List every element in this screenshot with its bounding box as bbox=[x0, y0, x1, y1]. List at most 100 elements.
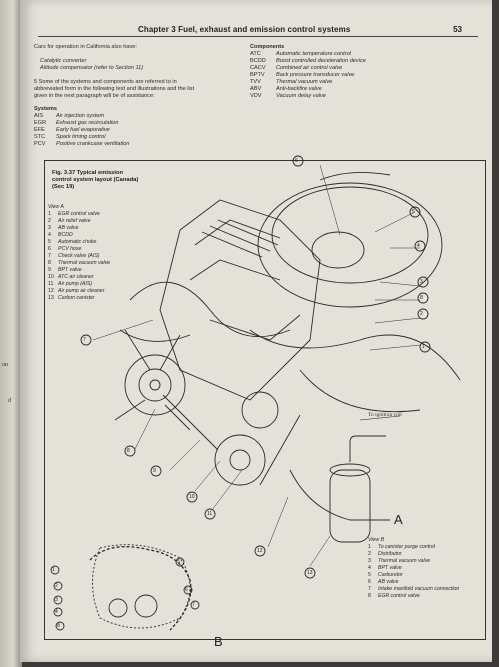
systems-row: EGR Exhaust gas recirculation bbox=[34, 120, 194, 127]
carbon-canister-shape bbox=[329, 469, 371, 543]
view-b-heading: View B bbox=[368, 537, 385, 543]
callout-number: 9 bbox=[153, 468, 156, 474]
component-name: Automatic temperature control bbox=[276, 51, 351, 57]
component-name: Back pressure transducer valve bbox=[276, 72, 355, 78]
left-text-block: Cars for operation in California also ha… bbox=[34, 44, 194, 148]
component-row: VDV Vacuum delay valve bbox=[250, 93, 366, 100]
component-name: Combined air control valve bbox=[276, 65, 343, 71]
legend-text: To canister purge control bbox=[378, 544, 435, 550]
system-name: Spark timing control bbox=[56, 134, 106, 140]
callout-number: 2 bbox=[420, 311, 423, 317]
legend-text: AB valve bbox=[378, 579, 399, 585]
legend-text: Check valve (AIS) bbox=[58, 253, 100, 259]
engine-illustration bbox=[50, 155, 461, 631]
component-abbr: VDV bbox=[250, 93, 262, 99]
option-line: Catalytic converter bbox=[40, 58, 87, 64]
view-b-letter: B bbox=[214, 634, 223, 649]
system-name: Exhaust gas recirculation bbox=[56, 120, 119, 126]
callout-number-b: 2 bbox=[55, 583, 58, 589]
legend-text: PCV hose bbox=[58, 246, 82, 252]
fan-pulley-shape bbox=[124, 354, 186, 416]
legend-text: Intake manifold vacuum connection bbox=[378, 586, 460, 592]
legend-text: BPT valve bbox=[378, 565, 402, 571]
component-row: TVV Thermal vacuum valve bbox=[250, 79, 366, 86]
systems-row: AIS Air injection system bbox=[34, 113, 194, 120]
system-abbr: AIS bbox=[34, 113, 44, 119]
view-a-heading: View A bbox=[48, 204, 64, 210]
component-name: Vacuum delay valve bbox=[276, 93, 326, 99]
header-rule bbox=[38, 36, 478, 37]
component-name: Thermal vacuum valve bbox=[276, 79, 333, 85]
legend-text: Distributor bbox=[378, 551, 402, 557]
legend-text: Thermal vacuum valve bbox=[58, 260, 111, 266]
legend-text: BCDD bbox=[58, 232, 73, 238]
system-name: Air injection system bbox=[56, 113, 105, 119]
callout-number-b: 7 bbox=[192, 602, 195, 608]
systems-row: STC Spark timing control bbox=[34, 134, 194, 141]
figure-frame bbox=[44, 160, 486, 640]
previous-page-edge: on d bbox=[0, 0, 22, 667]
callout-number: 8 bbox=[420, 295, 423, 301]
para-line: 5 Some of the systems and components are… bbox=[34, 79, 177, 85]
legend-text: AB valve bbox=[58, 225, 79, 231]
para-line: given in the next paragraph will be of a… bbox=[34, 93, 155, 99]
ignition-note: To ignition coil bbox=[368, 412, 402, 418]
margin-fragment: d bbox=[8, 398, 11, 404]
system-name: Early fuel evaporative bbox=[56, 127, 110, 133]
callout-number: 6 bbox=[295, 158, 298, 164]
chapter-title: Chapter 3 Fuel, exhaust and emission con… bbox=[138, 25, 351, 34]
legend-text: Carburetor bbox=[378, 572, 403, 578]
exhaust-pipe-shape bbox=[289, 469, 390, 521]
legend-text: Air relief valve bbox=[58, 218, 91, 224]
system-name: Positive crankcase ventilation bbox=[56, 141, 130, 147]
callout-number: 12 bbox=[257, 548, 263, 554]
callout-number: 3 bbox=[420, 279, 423, 285]
components-heading: Components bbox=[250, 44, 285, 50]
callout-number: 11 bbox=[207, 511, 213, 517]
callout-number-b: 8 bbox=[57, 623, 60, 629]
legend-text: Air pump air cleaner bbox=[58, 288, 105, 294]
callout-number-b: 5 bbox=[177, 559, 180, 565]
view-a-letter: A bbox=[394, 512, 403, 527]
legend-text: EGR control valve bbox=[378, 593, 420, 599]
callout-number-b: 3 bbox=[55, 597, 58, 603]
component-abbr: BCDD bbox=[250, 58, 266, 64]
callout-number: 7 bbox=[83, 337, 86, 343]
legend-text: EGR control valve bbox=[58, 211, 100, 217]
legend-text: Carbon canister bbox=[58, 295, 95, 301]
component-row: CACV Combined air control valve bbox=[250, 65, 366, 72]
figure-caption: Fig. 3.37 Typical emission control syste… bbox=[52, 170, 139, 190]
margin-fragment: on bbox=[2, 362, 8, 368]
component-abbr: CACV bbox=[250, 65, 266, 71]
air-cleaner-shape bbox=[257, 182, 443, 308]
callout-number-b: 1 bbox=[52, 567, 55, 573]
legend-text: BPT valve bbox=[58, 267, 82, 273]
system-abbr: STC bbox=[34, 134, 46, 140]
component-abbr: TVV bbox=[250, 79, 261, 85]
system-abbr: EGR bbox=[34, 120, 47, 126]
